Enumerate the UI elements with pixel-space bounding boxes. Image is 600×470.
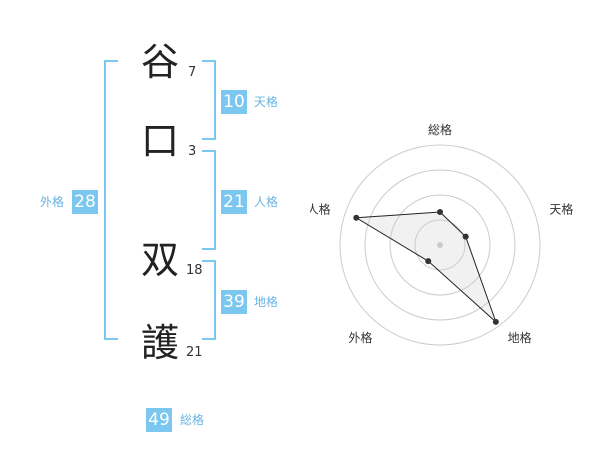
radar-center — [437, 242, 443, 248]
radar-grid — [339, 144, 541, 346]
radar-point-4 — [353, 214, 360, 221]
name-char-3: 双 — [140, 238, 179, 282]
name-char-1: 谷 — [140, 40, 179, 84]
radar-ring-1 — [414, 219, 466, 271]
radar-polygon — [354, 211, 497, 323]
chikaku-score: 39 — [221, 290, 247, 314]
stroke-count-1: 7 — [188, 65, 197, 80]
radar-axis-label-4: 人格 — [310, 201, 331, 216]
radar-point-0 — [437, 209, 443, 215]
soukaku-score: 49 — [146, 408, 172, 432]
radar-axis-label-1: 天格 — [549, 201, 573, 216]
stroke-count-4: 21 — [186, 345, 203, 360]
name-char-2: 口 — [140, 119, 179, 163]
tenkaku-bracket — [202, 60, 216, 140]
tenkaku-score: 10 — [221, 90, 247, 114]
soukaku-label: 総格 — [180, 413, 205, 427]
gaikaku-bracket — [104, 60, 118, 340]
radar-point-2 — [492, 318, 499, 325]
tenkaku-label: 天格 — [254, 95, 279, 109]
jinkaku-score: 21 — [221, 190, 247, 214]
jinkaku-bracket — [202, 150, 216, 250]
chikaku-label: 地格 — [254, 295, 279, 309]
gaikaku-label: 外格 — [40, 195, 65, 209]
radar-ring-2 — [389, 194, 491, 296]
radar-point-3 — [425, 258, 432, 265]
chikaku-bracket — [202, 260, 216, 340]
stroke-count-2: 3 — [188, 144, 197, 159]
jinkaku-label: 人格 — [254, 195, 279, 209]
radar-axis-label-3: 外格 — [348, 330, 372, 345]
radar-ring-4 — [339, 144, 541, 346]
radar-axis-label-0: 総格 — [428, 122, 452, 137]
radar-points — [353, 209, 499, 325]
gaikaku-score: 28 — [72, 190, 98, 214]
name-char-4: 護 — [140, 321, 179, 365]
radar-axis-label-2: 地格 — [508, 330, 532, 345]
radar-ring-3 — [364, 169, 516, 321]
radar-point-1 — [462, 233, 469, 240]
stroke-count-3: 18 — [186, 263, 203, 278]
